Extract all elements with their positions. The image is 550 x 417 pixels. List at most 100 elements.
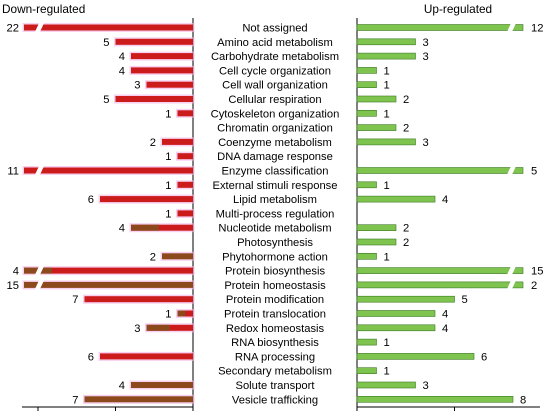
down-value-multi-process-regulation: 1 (165, 208, 171, 220)
up-bar-secondary-metabolism (356, 367, 377, 375)
category-label-redox-homeostasis: Redox homeostasis (226, 323, 325, 335)
up-value-protein-homeostasis: 2 (531, 280, 537, 292)
category-label-multi-process-regulation: Multi-process regulation (216, 208, 335, 220)
down-value-vesicle-trafficking: 7 (72, 394, 78, 406)
up-bar-enzyme-classification (356, 167, 524, 174)
down-bar-cell-cycle-organization (131, 67, 193, 74)
down-bar-multi-process-regulation (177, 210, 193, 217)
category-label-rna-biosynthesis: RNA biosynthesis (231, 337, 319, 349)
up-bar-carbohydrate-metabolism (356, 52, 416, 60)
down-bar-enzyme-classification (24, 167, 193, 174)
down-bar-break-enzyme-classification (34, 165, 45, 176)
up-bar-break-not-assigned (506, 22, 517, 33)
up-value-cytoskeleton-organization: 1 (384, 108, 390, 120)
up-value-photosynthesis: 2 (403, 237, 409, 249)
category-label-nucleotide-metabolism: Nucleotide metabolism (218, 223, 331, 235)
up-value-not-assigned: 12 (531, 23, 543, 35)
down-bar-protein-homeostasis (24, 281, 193, 288)
down-bar-not-assigned (24, 24, 193, 31)
category-label-amino-acid-metabolism: Amino acid metabolism (217, 37, 333, 49)
down-value-protein-homeostasis: 15 (7, 280, 19, 292)
up-value-secondary-metabolism: 1 (384, 366, 390, 378)
down-bar-break-protein-homeostasis (34, 279, 45, 290)
down-bar-carbohydrate-metabolism (131, 53, 193, 60)
down-bar-lipid-metabolism (100, 196, 193, 203)
down-value-coenzyme-metabolism: 2 (150, 137, 156, 149)
down-bar-nucleotide-metabolism (131, 224, 193, 231)
up-value-cellular-respiration: 2 (403, 94, 409, 106)
category-label-cell-cycle-organization: Cell cycle organization (219, 65, 331, 77)
down-bar-phytohormone-action (162, 253, 193, 260)
up-value-carbohydrate-metabolism: 3 (423, 51, 429, 63)
up-value-protein-translocation: 4 (442, 309, 448, 321)
up-value-protein-modification: 5 (462, 294, 468, 306)
down-value-protein-translocation: 1 (165, 309, 171, 321)
down-value-enzyme-classification: 11 (7, 166, 19, 178)
down-bar-segment-redox-homeostasis (146, 324, 170, 331)
down-value-amino-acid-metabolism: 5 (103, 37, 109, 49)
down-bar-cellular-respiration (115, 96, 193, 102)
up-bar-cell-wall-organization (356, 81, 377, 88)
up-bar-cytoskeleton-organization (356, 110, 377, 117)
down-bar-break-protein-biosynthesis (34, 265, 45, 276)
up-value-rna-biosynthesis: 1 (384, 337, 390, 349)
axis-ticks (37, 407, 455, 411)
down-bar-protein-biosynthesis (24, 267, 193, 274)
down-value-cell-wall-organization: 3 (134, 80, 140, 92)
up-bar-protein-modification (356, 295, 455, 303)
up-value-phytohormone-action: 1 (384, 251, 390, 263)
down-value-redox-homeostasis: 3 (134, 323, 140, 335)
up-bar-protein-homeostasis (356, 281, 524, 289)
up-bar-break-enzyme-classification (506, 165, 517, 176)
down-value-phytohormone-action: 2 (150, 251, 156, 263)
category-label-dna-damage-response: DNA damage response (217, 151, 333, 163)
down-value-cellular-respiration: 5 (103, 94, 109, 106)
up-value-vesicle-trafficking: 8 (520, 394, 526, 406)
category-label-solute-transport: Solute transport (236, 380, 316, 392)
down-value-carbohydrate-metabolism: 4 (119, 51, 125, 63)
category-label-chromatin-organization: Chromatin organization (217, 123, 333, 135)
down-value-protein-biosynthesis: 4 (13, 266, 19, 278)
category-label-carbohydrate-metabolism: Carbohydrate metabolism (211, 51, 339, 63)
up-bar-amino-acid-metabolism (356, 38, 416, 46)
up-value-chromatin-organization: 2 (403, 123, 409, 135)
left-panel-title: Down-regulated (2, 2, 85, 16)
down-value-cell-cycle-organization: 4 (119, 65, 125, 77)
down-value-nucleotide-metabolism: 4 (119, 223, 125, 235)
up-value-nucleotide-metabolism: 2 (403, 223, 409, 235)
up-bar-photosynthesis (356, 238, 397, 246)
down-bar-amino-acid-metabolism (115, 38, 193, 45)
down-value-cytoskeleton-organization: 1 (165, 108, 171, 120)
down-bar-solute-transport (131, 382, 193, 388)
down-bar-segment-nucleotide-metabolism (131, 224, 159, 231)
down-bar-segment-protein-translocation (177, 310, 186, 317)
up-bar-break-protein-biosynthesis (506, 265, 517, 276)
down-value-solute-transport: 4 (119, 380, 125, 392)
down-value-dna-damage-response: 1 (165, 151, 171, 163)
up-bar-solute-transport (356, 381, 416, 389)
down-bar-protein-modification (84, 296, 193, 303)
up-bar-chromatin-organization (356, 124, 397, 131)
category-label-cellular-respiration: Cellular respiration (228, 94, 321, 106)
up-bar-cell-cycle-organization (356, 67, 377, 74)
category-label-enzyme-classification: Enzyme classification (222, 166, 329, 178)
up-value-amino-acid-metabolism: 3 (423, 37, 429, 49)
down-regulated-bars (22, 22, 195, 404)
category-label-protein-biosynthesis: Protein biosynthesis (225, 266, 326, 278)
category-label-lipid-metabolism: Lipid metabolism (233, 194, 317, 206)
down-bar-break-not-assigned (34, 22, 45, 33)
down-bar-dna-damage-response (177, 153, 193, 160)
up-bar-rna-processing (356, 353, 475, 360)
down-value-rna-processing: 6 (88, 351, 94, 363)
up-value-cell-cycle-organization: 1 (384, 65, 390, 77)
up-value-protein-biosynthesis: 15 (531, 266, 543, 278)
down-value-not-assigned: 22 (7, 23, 19, 35)
category-label-photosynthesis: Photosynthesis (237, 237, 313, 249)
up-value-coenzyme-metabolism: 3 (423, 137, 429, 149)
down-bar-external-stimuli-response (177, 181, 193, 188)
up-bar-vesicle-trafficking (356, 395, 514, 403)
up-value-solute-transport: 3 (423, 380, 429, 392)
